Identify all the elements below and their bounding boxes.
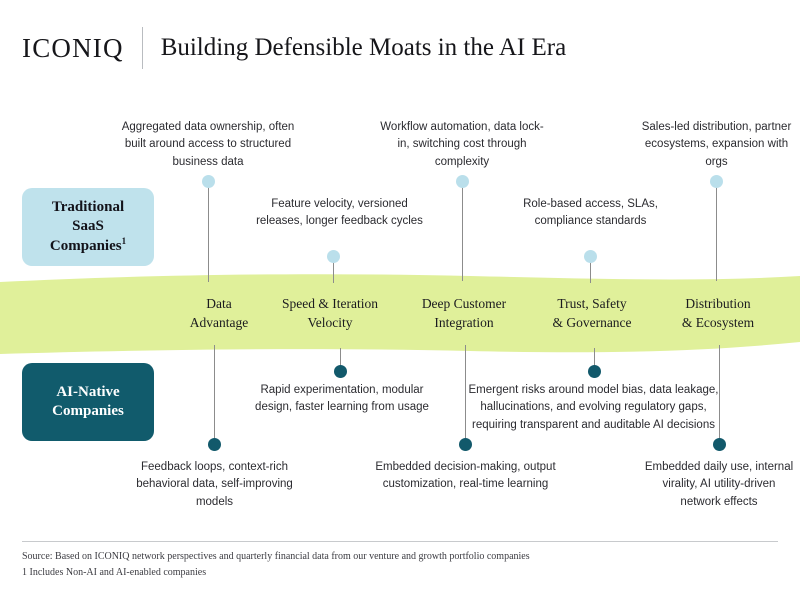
pin-dot-bottom-5	[713, 438, 726, 451]
pin-dot-top-1	[202, 175, 215, 188]
band-category-line1: Distribution	[685, 296, 751, 311]
footnote-marker: 1	[121, 235, 127, 246]
iconiq-logo: ICONIQ	[22, 32, 124, 63]
band-category-speed-iteration-velocity: Speed & Iteration Velocity	[255, 294, 405, 332]
pin-dot-bottom-2	[334, 365, 347, 378]
band-category-line2: Velocity	[307, 315, 353, 331]
band-category-deep-customer-integration: Deep Customer Integration	[389, 294, 539, 332]
annotation-bottom-trust-safety: Emergent risks around model bias, data l…	[468, 384, 719, 431]
annotation-top-distribution-ecosystem: Sales-led distribution, partner ecosyste…	[641, 121, 792, 168]
annotation-bottom-distribution-ecosystem: Embedded daily use, internal virality, A…	[644, 461, 794, 508]
pin-line-bottom-3	[464, 345, 467, 444]
header-divider	[141, 27, 143, 69]
annotation-top-speed-iteration: Feature velocity, versioned releases, lo…	[256, 198, 423, 228]
annotation-bottom-deep-customer-integration: Embedded decision-making, output customi…	[375, 461, 556, 491]
footer-line-footnote: 1 Includes Non-AI and AI-enabled compani…	[22, 566, 207, 578]
annotation-top-deep-customer-integration: Workflow automation, data lock-in, switc…	[380, 121, 544, 168]
pin-dot-bottom-4	[588, 365, 601, 378]
pin-line-top-4	[589, 261, 592, 283]
pin-line-top-5	[715, 186, 718, 281]
pin-line-bottom-1	[213, 345, 216, 444]
band-label-row: Data Advantage Speed & Iteration Velocit…	[0, 272, 800, 356]
annotation-top-trust-safety: Role-based access, SLAs, compliance stan…	[523, 198, 658, 228]
pin-line-top-2	[332, 261, 335, 283]
annotation-top-data-advantage: Aggregated data ownership, often built a…	[121, 121, 295, 168]
pin-line-top-1	[207, 186, 210, 282]
band-category-line1: Trust, Safety	[557, 296, 627, 311]
legend-traditional-line1: Traditional	[51, 198, 125, 215]
band-category-line1: Deep Customer	[421, 296, 507, 311]
band-category-line1: Data	[206, 296, 232, 311]
band-category-distribution-ecosystem: Distribution & Ecosystem	[643, 294, 793, 332]
band-category-line1: Speed & Iteration	[282, 296, 378, 311]
band-category-line2: Integration	[434, 315, 494, 331]
band-category-trust-safety-governance: Trust, Safety & Governance	[517, 294, 667, 332]
band-category-line2: Advantage	[189, 315, 249, 331]
page-title: Building Defensible Moats in the AI Era	[160, 34, 567, 62]
pin-line-top-3	[461, 186, 464, 281]
annotation-bottom-data-advantage: Feedback loops, context-rich behavioral …	[136, 461, 293, 508]
legend-ai-native-companies: AI-Native Companies	[22, 363, 154, 441]
pin-dot-top-4	[584, 250, 597, 263]
pin-line-bottom-4	[593, 348, 596, 372]
footer-line-source: Source: Based on ICONIQ network perspect…	[22, 551, 530, 562]
legend-native-line2: Companies	[52, 403, 124, 419]
pin-line-bottom-5	[718, 345, 721, 444]
legend-traditional-saas-companies: Traditional SaaS Companies1	[22, 188, 154, 266]
footer-divider	[22, 541, 778, 542]
legend-traditional-line3: Companies	[49, 237, 122, 254]
footer-source-note: Source: Based on ICONIQ network perspect…	[22, 549, 778, 580]
pin-line-bottom-2	[339, 348, 342, 372]
page-header: ICONIQ Building Defensible Moats in the …	[22, 22, 778, 74]
annotation-bottom-speed-iteration: Rapid experimentation, modular design, f…	[255, 384, 429, 414]
legend-traditional-line2: SaaS	[72, 218, 104, 235]
band-category-line2: & Governance	[552, 315, 632, 331]
band-shape	[0, 274, 800, 354]
moat-band	[0, 272, 800, 356]
pin-dot-bottom-1	[208, 438, 221, 451]
pin-dot-top-5	[710, 175, 723, 188]
pin-dot-top-2	[327, 250, 340, 263]
band-category-line2: & Ecosystem	[681, 315, 755, 331]
pin-dot-bottom-3	[459, 438, 472, 451]
pin-dot-top-3	[456, 175, 469, 188]
band-category-data-advantage: Data Advantage	[144, 294, 294, 332]
legend-native-line1: AI-Native	[56, 383, 120, 400]
